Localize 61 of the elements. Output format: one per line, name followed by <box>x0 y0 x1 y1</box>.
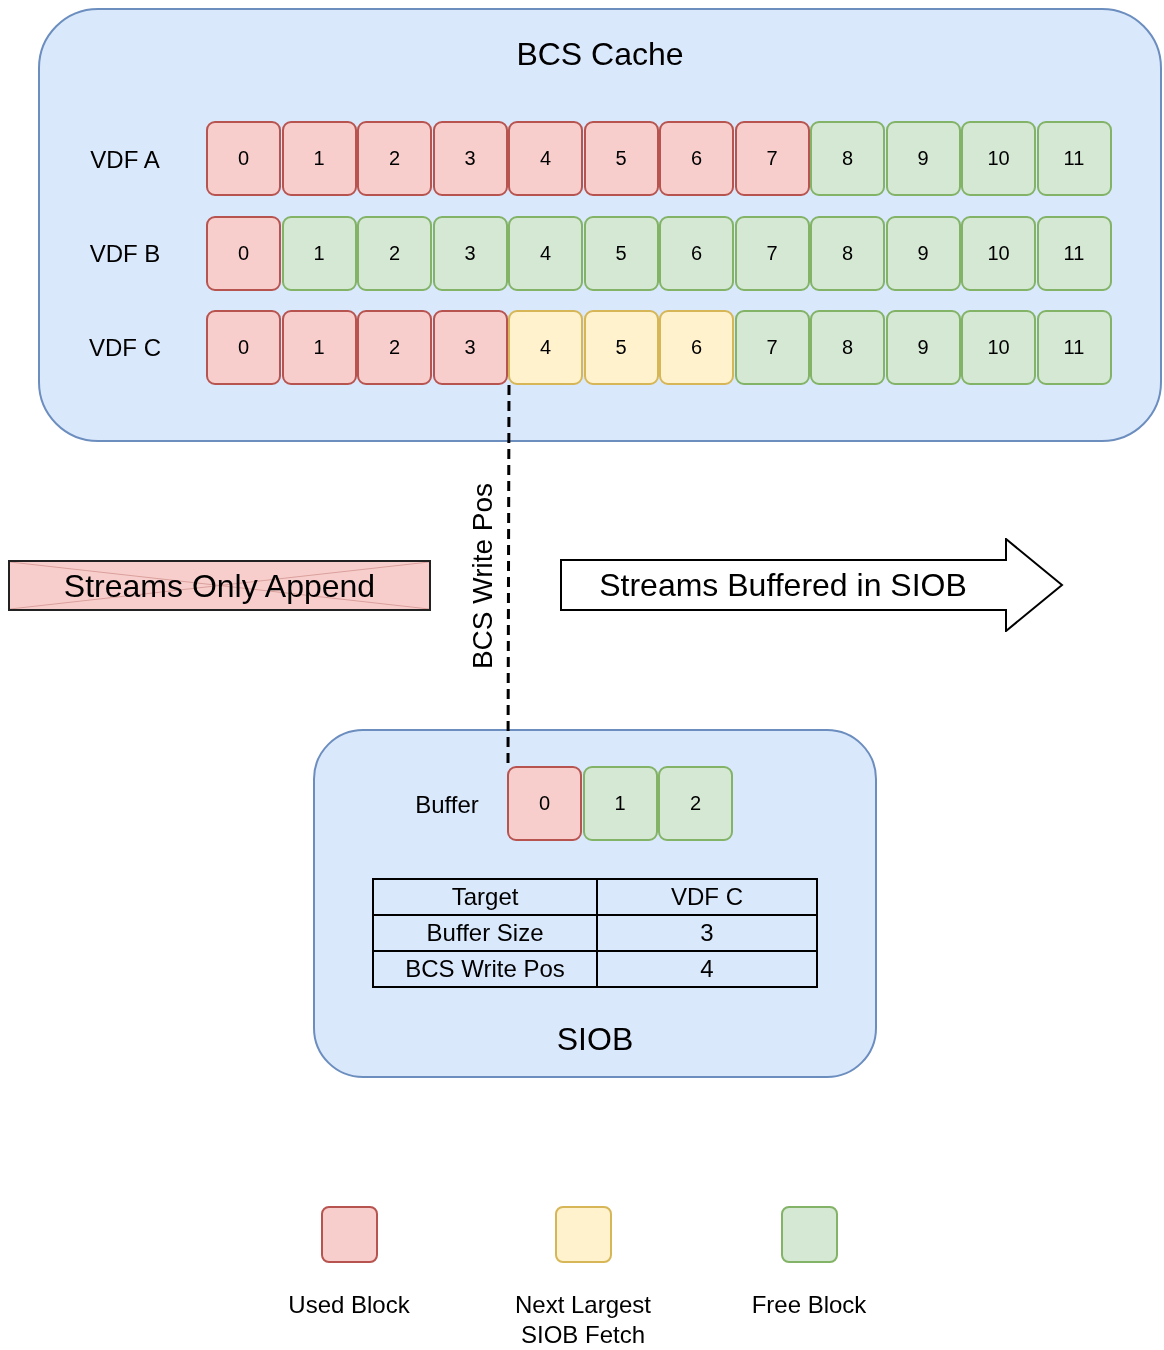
legend-label: Used Block <box>287 1290 411 1320</box>
dashed-connector <box>506 385 511 766</box>
crossed-out-box <box>8 560 431 611</box>
memory-block: 6 <box>659 215 734 291</box>
memory-block: 0 <box>206 121 281 196</box>
memory-block: 5 <box>583 310 659 385</box>
memory-block: 4 <box>508 310 583 385</box>
row-label: Buffer <box>415 791 479 819</box>
memory-block: 2 <box>658 766 733 841</box>
memory-block: 9 <box>885 215 961 291</box>
memory-block: 3 <box>432 215 508 291</box>
legend-label: Next Largest SIOB Fetch <box>513 1290 653 1350</box>
row-label: VDF B <box>89 240 161 268</box>
memory-block: 8 <box>810 121 885 196</box>
table-cell: BCS Write Pos <box>373 951 598 987</box>
memory-block: 8 <box>810 310 885 385</box>
memory-block: 7 <box>734 121 810 196</box>
memory-block: 0 <box>206 215 281 291</box>
container-panel <box>38 8 1162 442</box>
memory-block: 10 <box>961 215 1036 291</box>
memory-block: 7 <box>734 215 810 291</box>
memory-block: 2 <box>357 121 432 196</box>
memory-block: 11 <box>1036 121 1112 196</box>
container-panel <box>313 729 877 1078</box>
memory-block: 6 <box>659 310 734 385</box>
memory-block: 0 <box>507 766 582 841</box>
memory-block: 2 <box>357 215 432 291</box>
memory-block: 1 <box>281 310 357 385</box>
container-title: SIOB <box>556 1021 634 1058</box>
memory-block: 9 <box>885 310 961 385</box>
memory-block: 4 <box>508 215 583 291</box>
memory-block: 9 <box>885 121 961 196</box>
table-cell: Target <box>373 879 598 915</box>
memory-block: 4 <box>508 121 583 196</box>
memory-block: 3 <box>432 121 508 196</box>
legend-label: Free Block <box>750 1290 868 1320</box>
edge-label: BCS Write Pos <box>467 482 499 669</box>
memory-block: 2 <box>357 310 432 385</box>
table-cell: VDF C <box>597 879 817 915</box>
memory-block: 1 <box>281 121 357 196</box>
memory-block: 11 <box>1036 310 1112 385</box>
box-label: Streams Only Append <box>63 567 376 604</box>
memory-block: 1 <box>582 766 658 841</box>
memory-block: 10 <box>961 121 1036 196</box>
table-cell: 4 <box>597 951 817 987</box>
memory-block: 8 <box>810 215 885 291</box>
memory-block: 0 <box>206 310 281 385</box>
memory-block: 1 <box>281 215 357 291</box>
table-cell: 3 <box>597 915 817 951</box>
memory-block: 11 <box>1036 215 1112 291</box>
memory-block: 7 <box>734 310 810 385</box>
memory-block: 5 <box>583 215 659 291</box>
memory-block: 10 <box>961 310 1036 385</box>
memory-block: 3 <box>432 310 508 385</box>
memory-block: 5 <box>583 121 659 196</box>
container-title: BCS Cache <box>516 36 684 73</box>
row-label: VDF C <box>89 334 161 362</box>
row-label: VDF A <box>90 146 160 174</box>
memory-block: 6 <box>659 121 734 196</box>
arrow-label: Streams Buffered in SIOB <box>599 566 967 604</box>
table-cell: Buffer Size <box>373 915 598 951</box>
